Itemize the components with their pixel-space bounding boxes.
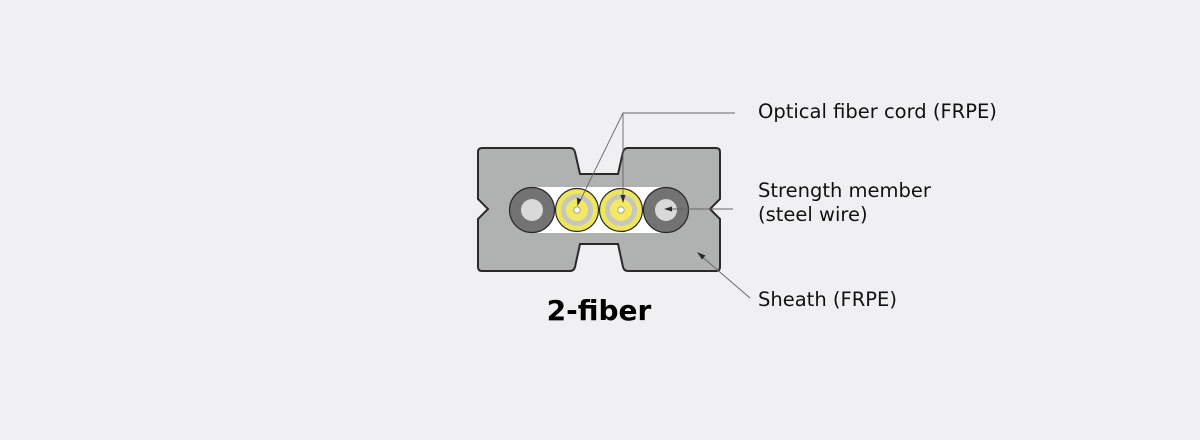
label-strength-member-line1: Strength member xyxy=(758,179,931,202)
strength-member-right-core xyxy=(655,199,677,221)
label-optical-fiber-cord: Optical fiber cord (FRPE) xyxy=(758,100,997,123)
optical-fiber-left xyxy=(554,187,600,233)
arrowhead-optical-fiber-right xyxy=(620,195,626,203)
optical-fiber-right xyxy=(598,187,644,233)
strength-member-right xyxy=(642,186,690,234)
strength-member-left xyxy=(508,186,556,234)
arrowhead-strength-member xyxy=(664,206,672,212)
label-strength-member-line2: (steel wire) xyxy=(758,203,868,226)
leader-lines xyxy=(578,112,751,299)
label-sheath: Sheath (FRPE) xyxy=(758,288,897,311)
fiber-left-core xyxy=(573,206,581,214)
leader-line-sheath xyxy=(699,254,751,299)
arrowhead-sheath xyxy=(697,252,706,260)
arrowhead-optical-fiber-left xyxy=(576,197,582,206)
fiber-right-core xyxy=(617,206,625,214)
leader-arrowheads xyxy=(576,195,706,260)
diagram-caption: 2-fiber xyxy=(546,294,652,327)
label-strength-member: Strength member (steel wire) xyxy=(758,179,931,227)
leader-line-optical-fiber-branch xyxy=(578,112,624,204)
strength-member-left-core xyxy=(521,199,543,221)
